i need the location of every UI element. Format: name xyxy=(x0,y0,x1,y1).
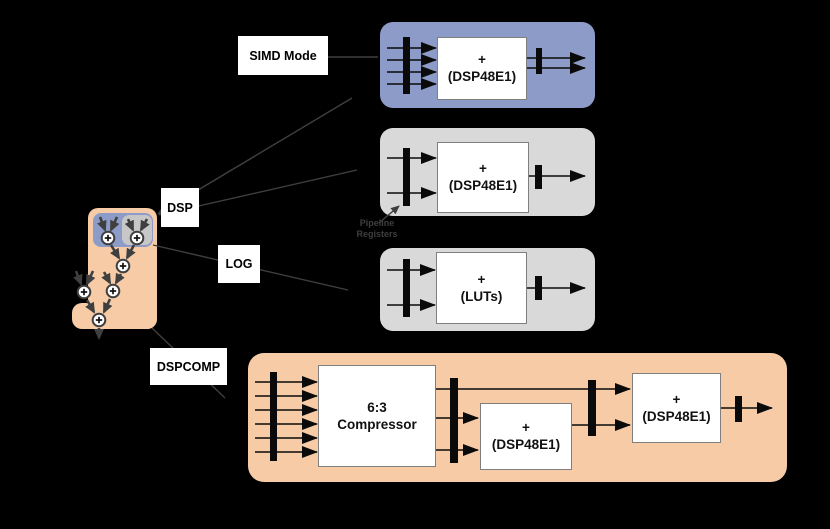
pipeline-register-bar xyxy=(403,37,410,94)
dsp-block-wires xyxy=(387,148,586,206)
adder-op: + xyxy=(522,420,530,435)
pipeline-register-bar xyxy=(735,396,742,422)
adder-op: + xyxy=(672,391,681,407)
simd-adder-unit: + (DSP48E1) xyxy=(437,37,527,100)
adder-node xyxy=(129,230,145,246)
log-block-wires xyxy=(387,259,586,317)
dspcomp-label: DSPCOMP xyxy=(150,348,227,385)
dsp-adder-unit: + (DSP48E1) xyxy=(437,142,529,213)
dsp-label: DSP xyxy=(161,188,199,227)
pipeline-register-bar xyxy=(270,372,277,461)
simd-block-wires xyxy=(387,37,586,94)
pipeline-register-bar xyxy=(403,148,410,206)
adder-node xyxy=(91,312,107,328)
log-label: LOG xyxy=(218,245,260,283)
dspcomp-adder-unit-2: + (DSP48E1) xyxy=(632,373,721,443)
adder-node xyxy=(76,284,92,300)
adder-impl: (DSP48E1) xyxy=(448,178,518,193)
adder-impl: (DSP48E1) xyxy=(447,69,517,84)
adder-impl: (LUTs) xyxy=(460,288,503,304)
adder-node xyxy=(105,283,121,299)
compressor-unit: 6:3 Compressor xyxy=(318,365,436,467)
pipeline-registers-line2: Registers xyxy=(356,229,398,239)
adder-node xyxy=(115,258,131,274)
pipeline-register-bar xyxy=(535,276,542,300)
compressor-ratio: 6:3 xyxy=(367,399,387,415)
pipeline-register-bar xyxy=(588,380,596,436)
pipeline-registers-label: Pipeline Registers xyxy=(344,218,410,240)
simd-mode-label: SIMD Mode xyxy=(238,36,328,75)
adder-op: + xyxy=(478,52,486,67)
dspcomp-block-wires xyxy=(255,372,773,463)
adder-impl: (DSP48E1) xyxy=(642,408,711,424)
adder-tree-arrows xyxy=(73,216,150,340)
adder-tree-nodes xyxy=(76,230,145,328)
pipeline-registers-pointer xyxy=(378,205,400,224)
pipeline-register-bar xyxy=(535,165,542,189)
pipeline-registers-line1: Pipeline xyxy=(359,218,395,228)
pipeline-register-bar xyxy=(450,378,458,463)
adder-node xyxy=(100,230,116,246)
adder-op: + xyxy=(479,161,487,176)
adder-impl: (DSP48E1) xyxy=(491,437,561,452)
dspcomp-adder-unit-1: + (DSP48E1) xyxy=(480,403,572,470)
compressor-label: Compressor xyxy=(337,416,417,432)
pipeline-register-bar xyxy=(536,48,542,74)
adder-op: + xyxy=(477,271,486,287)
pipeline-register-bar xyxy=(403,259,410,317)
log-adder-unit: + (LUTs) xyxy=(436,252,527,324)
